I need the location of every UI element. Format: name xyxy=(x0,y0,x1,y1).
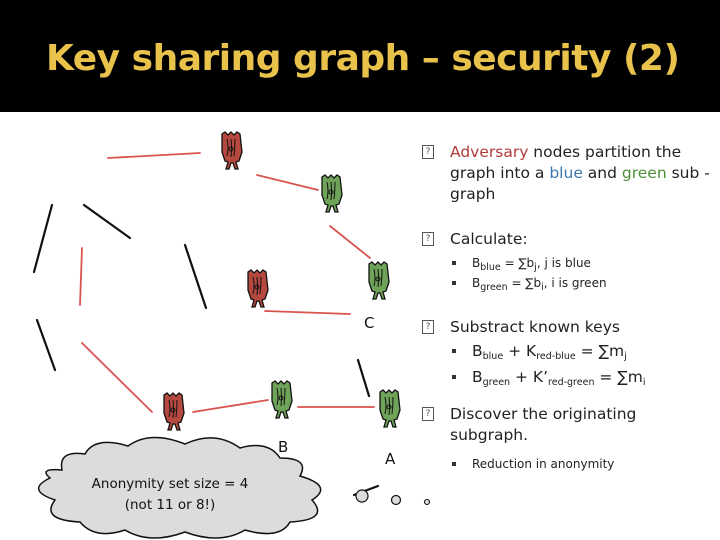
formula-text: = ∑b xyxy=(500,256,535,270)
formula-text: + K xyxy=(503,342,537,360)
bullet-list: ? Adversary nodes partition the graph in… xyxy=(422,142,718,474)
edge-black xyxy=(35,318,57,372)
cloud-text: Anonymity set size = 4 (not 11 or 8!) xyxy=(70,474,270,516)
bullet-text: sub -graph xyxy=(450,164,710,203)
edge-red xyxy=(256,174,319,191)
formula-sub: j xyxy=(624,351,627,362)
person-icon xyxy=(379,389,401,428)
person-icon xyxy=(163,392,185,431)
bullet-text: Substract known keys xyxy=(450,318,620,336)
formula-sub: green xyxy=(480,282,508,293)
formula-sub: blue xyxy=(480,262,501,273)
person-icon xyxy=(271,380,293,419)
bullet-box-icon: ? xyxy=(422,145,434,159)
square-bullet-icon xyxy=(452,261,456,265)
edge-red xyxy=(107,152,201,159)
edge-black xyxy=(32,203,54,274)
formula-text: = ∑b xyxy=(507,276,542,290)
edge-red xyxy=(81,342,153,413)
edge-red xyxy=(192,399,269,413)
node-label-c: C xyxy=(364,314,375,332)
sub-bullet-b-green: Bgreen = ∑bi, i is green xyxy=(422,273,718,293)
formula-text: , i is green xyxy=(543,276,607,290)
formula-text: + K’ xyxy=(510,368,549,386)
square-bullet-icon xyxy=(452,375,456,379)
bullet-text: Discover the originating subgraph. xyxy=(450,405,637,444)
bullet-box-icon: ? xyxy=(422,232,434,246)
square-bullet-icon xyxy=(452,462,456,466)
bullet-text: Calculate: xyxy=(450,230,528,248)
sub-bullet-reduction: Reduction in anonymity xyxy=(422,454,718,474)
thought-bubble-medium xyxy=(390,494,402,506)
formula-text: B xyxy=(472,256,481,270)
formula-text: B xyxy=(472,342,483,360)
bullet-calculate: ? Calculate: xyxy=(422,229,718,250)
formula-sub: j xyxy=(534,262,537,273)
edge-red xyxy=(329,225,371,259)
person-icon xyxy=(247,269,269,308)
edge-black xyxy=(356,358,371,398)
bullet-adversary: ? Adversary nodes partition the graph in… xyxy=(422,142,718,205)
node-label-a: A xyxy=(385,450,396,468)
title-bar: Key sharing graph – security (2) xyxy=(0,0,720,112)
adversary-word: Adversary xyxy=(450,143,529,161)
formula-text: = ∑m xyxy=(575,342,625,360)
bullet-box-icon: ? xyxy=(422,320,434,334)
formula-text: = ∑m xyxy=(594,368,643,386)
formula-text: B xyxy=(472,368,483,386)
thought-bubble-large xyxy=(355,489,369,503)
formula-sub: i xyxy=(642,377,646,388)
cloud-line-2: (not 11 or 8!) xyxy=(124,497,216,513)
thought-cloud xyxy=(38,436,322,539)
edge-black xyxy=(82,203,132,240)
bullet-box-icon: ? xyxy=(422,407,434,421)
formula-sub: red-blue xyxy=(536,351,576,362)
thought-bubble-small xyxy=(423,498,431,506)
person-icon xyxy=(321,174,343,213)
formula-sub: i xyxy=(541,282,544,293)
green-word: green xyxy=(621,164,667,182)
cloud-line-1: Anonymity set size = 4 xyxy=(91,476,249,492)
formula-sub: blue xyxy=(482,351,504,362)
square-bullet-icon xyxy=(452,349,456,353)
sub-bullet-subtract-green: Bgreen + K’red-green = ∑mi xyxy=(422,364,718,390)
edge-black xyxy=(183,243,208,310)
edge-red xyxy=(264,310,351,315)
sub-bullet-b-blue: Bblue = ∑bj, j is blue xyxy=(422,253,718,273)
red-edges xyxy=(79,152,375,413)
bullet-text: nodes partition the graph into a xyxy=(450,143,682,182)
edge-red xyxy=(79,247,83,306)
sub-bullet-subtract-blue: Bblue + Kred-blue = ∑mj xyxy=(422,338,718,364)
bullet-discover: ? Discover the originating subgraph. xyxy=(422,404,718,446)
formula-text: B xyxy=(472,276,481,290)
formula-sub: green xyxy=(482,377,511,388)
formula-text: , j is blue xyxy=(536,256,591,270)
bullet-text: Reduction in anonymity xyxy=(472,457,615,471)
bullet-substract: ? Substract known keys xyxy=(422,317,718,338)
square-bullet-icon xyxy=(452,281,456,285)
person-icon xyxy=(368,261,390,300)
blue-word: blue xyxy=(549,164,583,182)
slide-title: Key sharing graph – security (2) xyxy=(46,38,680,79)
formula-sub: red-green xyxy=(548,377,595,388)
node-label-b: B xyxy=(278,438,289,456)
bullet-text: and xyxy=(582,164,622,182)
person-icon xyxy=(221,131,243,170)
